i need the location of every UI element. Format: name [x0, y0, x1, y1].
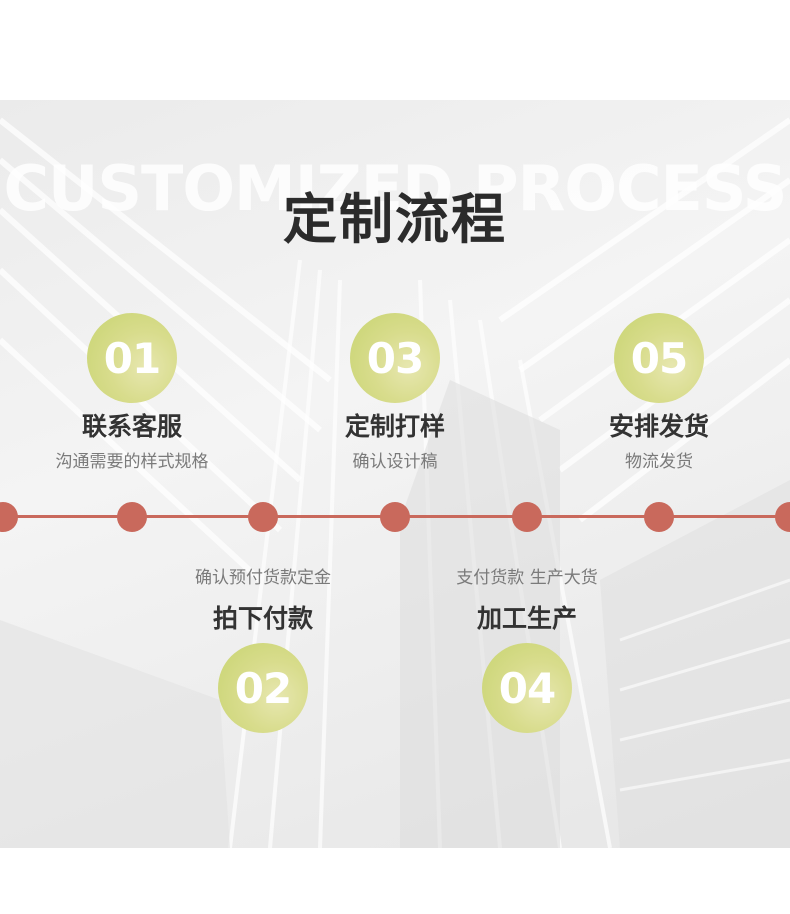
process-panel: CUSTOMIZED PROCESS 定制流程 01 联系客服 沟通需要的样式规… [0, 100, 790, 848]
step-number-badge: 05 [614, 313, 704, 403]
step-description: 确认设计稿 [352, 452, 438, 472]
step-title: 拍下付款 [212, 604, 313, 633]
step-title: 加工生产 [476, 604, 577, 633]
timeline-dot [0, 502, 18, 532]
timeline-dot [644, 502, 674, 532]
step-title: 定制打样 [344, 412, 445, 441]
step-description: 物流发货 [625, 452, 693, 472]
step-number-badge: 02 [218, 643, 308, 733]
timeline-dot [512, 502, 542, 532]
step-number-badge: 04 [482, 643, 572, 733]
watermark-heading: CUSTOMIZED PROCESS [3, 152, 788, 225]
page-title: 定制流程 [283, 188, 507, 251]
timeline-dot [117, 502, 147, 532]
timeline-dot [248, 502, 278, 532]
step-title: 安排发货 [608, 412, 709, 441]
step-description: 确认预付货款定金 [195, 568, 331, 588]
step-number-badge: 03 [350, 313, 440, 403]
step-description: 沟通需要的样式规格 [55, 452, 209, 472]
timeline-dot [380, 502, 410, 532]
timeline-dot [775, 502, 790, 532]
step-number-badge: 01 [87, 313, 177, 403]
step-description: 支付货款 生产大货 [456, 568, 598, 588]
step-title: 联系客服 [81, 412, 182, 441]
